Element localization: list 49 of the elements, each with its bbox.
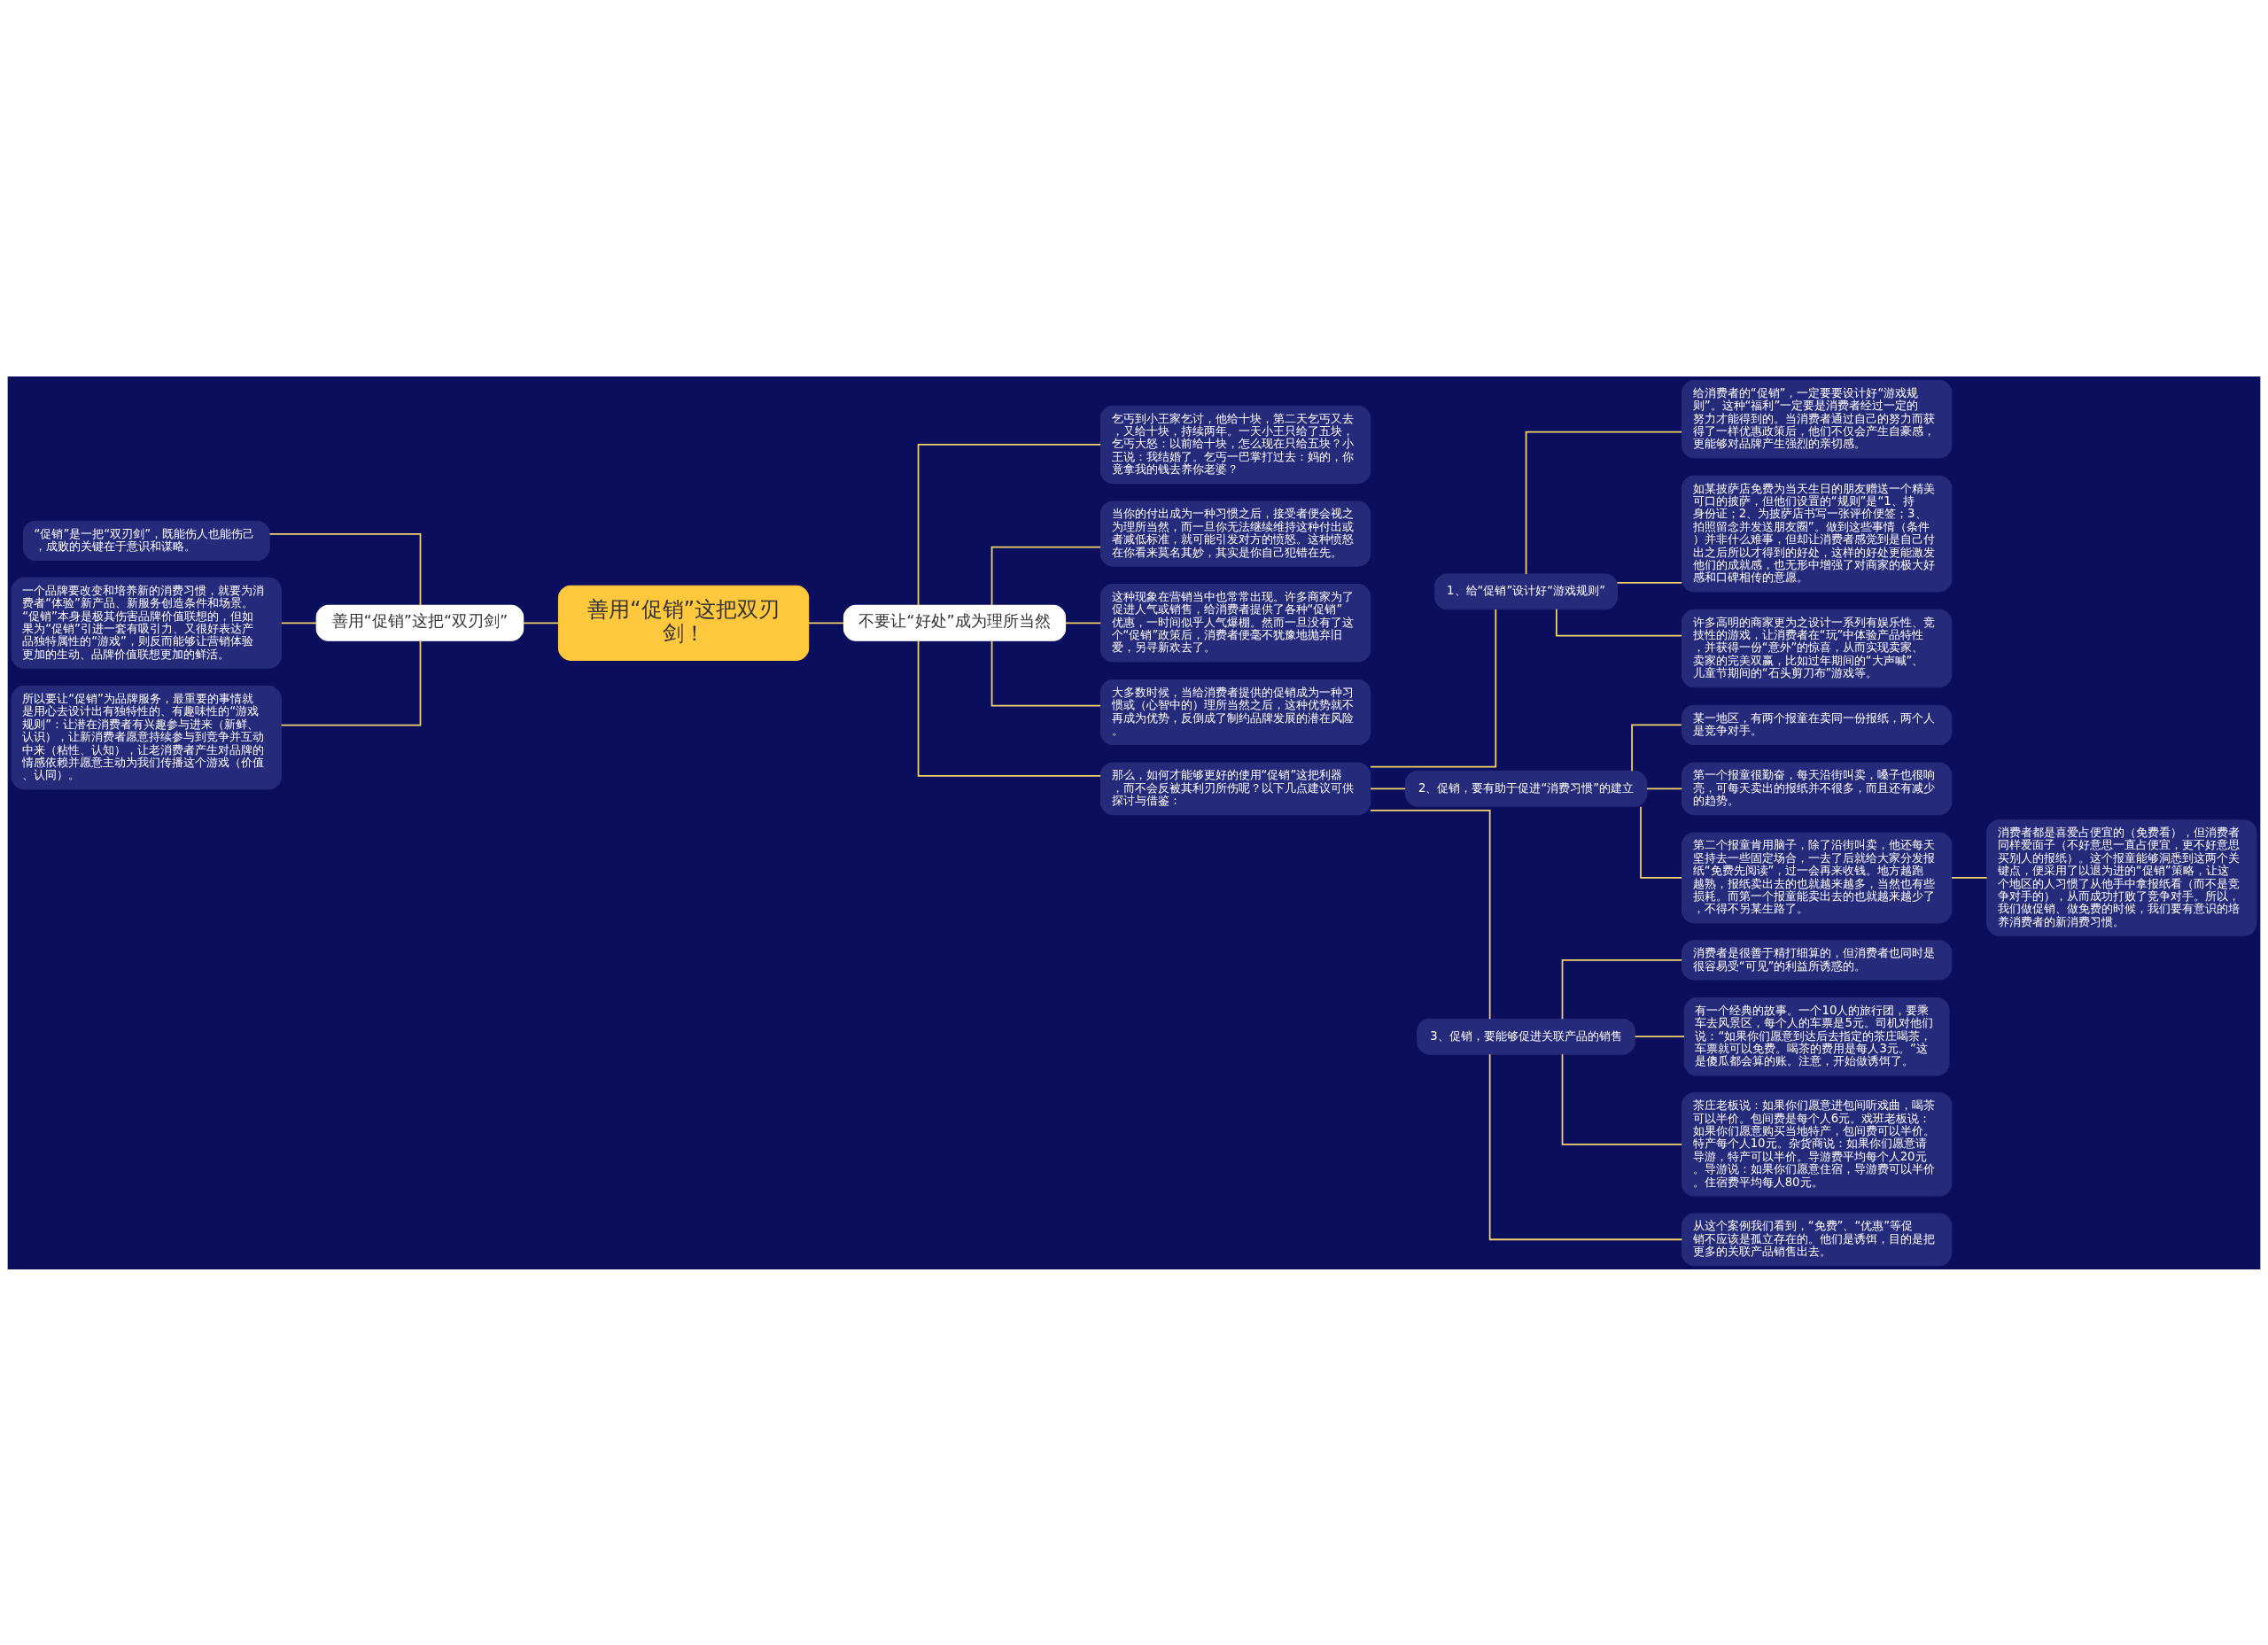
- node-box: 善用“促销”这把双刃剑！: [557, 585, 810, 661]
- node-box: 第二个报童肯用脑子，除了沿街叫卖，他还每天坚持去一些固定场合，一去了后就给大家分发报纸“免费先阅读”，过一会再来收钱。地方越跑越熟，报纸卖出去的也就越来越多，当然也有些损耗。而第一个报童能卖出去的也就越来越少了，不得不另某生路了。: [1681, 832, 1953, 923]
- node-box: 乞丐到小王家乞讨，他给十块，第二天乞丐又去，又给十块，持续两年。一天小王只给了五块，乞丐大怒：以前给十块，怎么现在只给五块？小王说：我结婚了。乞丐一巴掌打过去：妈的，你竟拿我的钱去养你老婆？: [1099, 405, 1371, 484]
- node-box: 那么，如何才能够更好的使用“促销”这把利器，而不会反被其利刃所伤呢？以下几点建议可供探讨与借鉴：: [1099, 761, 1371, 815]
- node-box: 所以要让“促销”为品牌服务，最重要的事情就是用心去设计出有独特性的、有趣味性的“游戏规则”：让潜在消费者有兴趣参与进来（新鲜、认识），让新消费者愿意持续参与到竞争并互动中来（粘性、认知），让老消费者产生对品牌的情感依赖并愿意主动为我们传播这个游戏（价值、认同）。: [11, 685, 282, 789]
- node-box: 第一个报童很勤奋，每天沿街叫卖，嗓子也很响亮，可每天卖出的报纸并不很多，而且还有减少的趋势。: [1681, 761, 1953, 815]
- connector: [1488, 1052, 1683, 1240]
- node-box: 有一个经典的故事。一个10人的旅行团，要乘车去风景区，每个人的车票是5元。司机对他们说：“如果你们愿意到达后去指定的茶庄喝茶，车票就可以免费。喝茶的费用是每人3元。”这是傻瓜都会算的账。注意，开始做诱饵了。: [1683, 997, 1950, 1075]
- connector: [990, 640, 1102, 706]
- connector: [1631, 723, 1682, 772]
- connector: [1634, 1035, 1685, 1037]
- connector: [280, 639, 422, 726]
- node-box: 3、促销，要能够促进关联产品的销售: [1417, 1018, 1635, 1055]
- node-box: 如某披萨店免费为当天生日的朋友赠送一个精美可口的披萨，但他们设置的“规则”是“1、持身份证；2、为披萨店书写一张评价便签；3、拍照留念并发送朋友圈”。做到这些事情（条件）并非什么难事，但却让消费者感觉到是自己付出之后所以才得到的好处，这样的好处更能激发他们的成就感，也无形中增强了对商家的极大好感和口碑相传的意愿。: [1681, 475, 1953, 592]
- connector: [1646, 787, 1683, 789]
- connector: [280, 621, 317, 624]
- node-box: 某一地区，有两个报童在卖同一份报纸，两个人是竞争对手。: [1681, 704, 1953, 745]
- connector: [1951, 876, 1988, 879]
- connector: [917, 443, 1102, 606]
- connector: [1561, 1052, 1683, 1145]
- connector: [1370, 787, 1407, 789]
- connector: [1525, 431, 1683, 575]
- node-box: 许多高明的商家更为之设计一系列有娱乐性、竞技性的游戏，让消费者在“玩”中体验产品特性，并获得一份“意外”的惊喜，从而实现卖家、卖家的完美双赢，比如过年期间的“大声喊”、儿童节期间的“石头剪刀布”游戏等。: [1681, 609, 1953, 687]
- node-box: 消费者都是喜爱占便宜的（免费看），但消费者同样爱面子（不好意思一直占便宜，更不好意思买别人的报纸）。这个报童能够洞悉到这两个关键点，便采用了以退为进的“促销”策略，让这个地区的人习惯了从他手中拿报纸看（而不是竞争对手的），从而成功打败了竞争对手。所以，我们做促销、做免费的时候，我们要有意识的培养消费者的新消费习惯。: [1986, 819, 2257, 936]
- node-box: 2、促销，要有助于促进“消费习惯”的建立: [1404, 770, 1648, 807]
- node-box: 这种现象在营销当中也常常出现。许多商家为了促进人气或销售，给消费者提供了各种“促销”优惠，一时间似乎人气爆棚。然而一旦没有了这个“促销”政策后，消费者便毫不犹豫地抛弃旧爱，另寻新欢去了。: [1099, 583, 1371, 663]
- connector: [1064, 621, 1102, 624]
- connector: [1640, 805, 1682, 879]
- connector: [808, 621, 845, 624]
- node-box: 当你的付出成为一种习惯之后，接受者便会视之为理所当然，而一旦你无法继续维持这种付出或者减低标准，就可能引发对方的愤怒。这种愤怒在你看来莫名其妙，其实是你自己犯错在先。: [1099, 500, 1371, 567]
- connector: [990, 546, 1102, 606]
- node-box: 不要让“好处”成为理所当然: [843, 604, 1067, 641]
- connector: [1370, 809, 1491, 1020]
- node-box: 善用“促销”这把“双刃剑”: [315, 604, 524, 641]
- node-box: 大多数时候，当给消费者提供的促销成为一种习惯或（心智中的）理所当然之后，这种优势就不再成为优势，反倒成了制约品牌发展的潜在风险。: [1099, 679, 1371, 745]
- connector: [1616, 581, 1683, 584]
- connector: [522, 621, 560, 624]
- connector: [1370, 608, 1497, 768]
- node-box: 消费者是很善于精打细算的，但消费者也同时是很容易受“可见”的利益所诱惑的。: [1681, 939, 1953, 981]
- node-box: 给消费者的“促销”，一定要要设计好“游戏规则”。这种“福利”一定要是消费者经过一定的努力才能得到的。当消费者通过自己的努力而获得了一样优惠政策后，他们不仅会产生自豪感，更能够对品牌产生强烈的亲切感。: [1681, 379, 1953, 458]
- connector: [268, 532, 422, 606]
- connector: [1561, 958, 1683, 1020]
- node-box: 从这个案例我们看到，“免费”、“优惠”等促销不应该是孤立存在的。他们是诱饵，目的是把更多的关联产品销售出去。: [1681, 1212, 1953, 1266]
- node-box: 茶庄老板说：如果你们愿意进包间听戏曲，喝茶可以半价。包间费是每个人6元。戏班老板说：如果你们愿意购买当地特产，包间费可以半价。特产每个人10元。杂货商说：如果你们愿意请导游，特产可以半价。导游费平均每个人20元。导游说：如果你们愿意住宿，导游费可以半价。住宿费平均每人80元。: [1681, 1091, 1953, 1197]
- connector: [917, 640, 1102, 777]
- node-box: 1、给“促销”设计好“游戏规则”: [1434, 572, 1619, 609]
- node-box: 一个品牌要改变和培养新的消费习惯，就要为消费者“体验”新产品、新服务创造条件和场景。“促销”本身是极其伤害品牌价值联想的，但如果为“促销”引进一套有吸引力、又很好表达产品独特属性的“游戏”，则反而能够让营销体验更加的生动、品牌价值联想更加的鲜活。: [11, 577, 282, 669]
- connector: [1556, 608, 1683, 637]
- node-box: “促销”是一把“双刃剑”，既能伤人也能伤己，成败的关键在于意识和谋略。: [22, 520, 270, 561]
